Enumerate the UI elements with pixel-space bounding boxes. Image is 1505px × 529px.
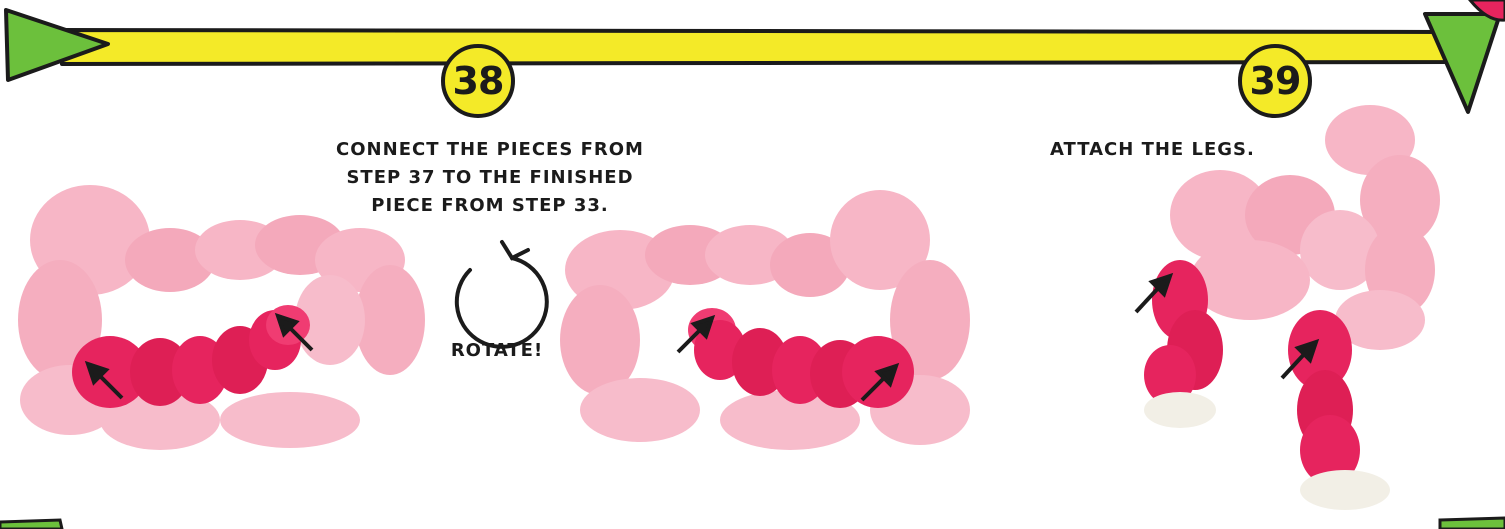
left-foam-model xyxy=(18,185,425,450)
rotate-label: ROTATE! xyxy=(432,340,562,361)
instruction-line: CONNECT THE PIECES FROM xyxy=(300,136,680,164)
step-number: 39 xyxy=(1250,59,1301,103)
instruction-line: PIECE FROM STEP 33. xyxy=(300,192,680,220)
step-number: 38 xyxy=(453,59,504,103)
instruction-line: ATTACH THE LEGS. xyxy=(1050,136,1310,164)
instruction-line: STEP 37 TO THE FINISHED xyxy=(300,164,680,192)
step-instruction: ATTACH THE LEGS. xyxy=(1050,136,1310,164)
step-number-badge: 38 xyxy=(441,44,515,118)
step-number-badge: 39 xyxy=(1238,44,1312,118)
middle-foam-model xyxy=(560,190,970,450)
right-foam-model xyxy=(1136,105,1440,510)
step-instruction: CONNECT THE PIECES FROM STEP 37 TO THE F… xyxy=(300,136,680,220)
rotate-arrow-icon xyxy=(457,242,547,347)
